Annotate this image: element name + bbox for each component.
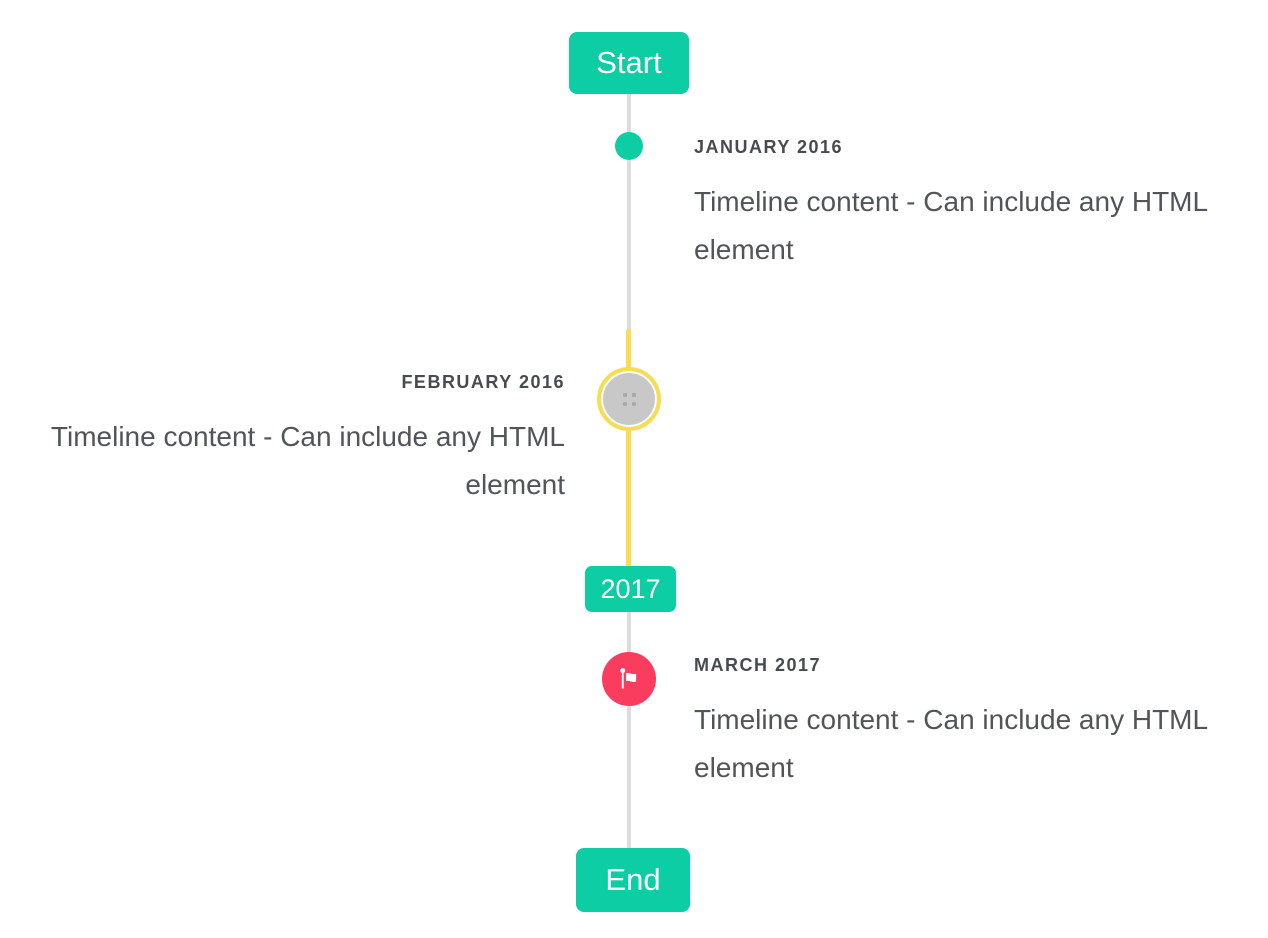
timeline-item-february: FEBRUARY 2016 Timeline content - Can inc… (35, 371, 565, 509)
timeline-item-content: Timeline content - Can include any HTML … (694, 704, 1208, 783)
timeline-marker-february-selected[interactable] (597, 367, 661, 431)
end-badge: End (576, 848, 690, 912)
timeline-item-content: Timeline content - Can include any HTML … (694, 186, 1208, 265)
timeline-item-content: Timeline content - Can include any HTML … (50, 421, 565, 500)
timeline-marker-march[interactable] (602, 652, 656, 706)
timeline-marker-january[interactable] (615, 132, 643, 160)
flag-icon (616, 666, 643, 693)
period-badge-2017: 2017 (585, 566, 676, 612)
timeline-item-january: JANUARY 2016 Timeline content - Can incl… (694, 136, 1224, 274)
timeline-line-segment-highlighted (626, 330, 631, 566)
start-badge: Start (569, 32, 689, 94)
end-badge-label: End (605, 862, 661, 897)
timeline-item-title: FEBRUARY 2016 (401, 372, 565, 392)
grip-dots-icon (622, 392, 636, 406)
start-badge-label: Start (596, 45, 662, 80)
timeline-item-march: MARCH 2017 Timeline content - Can includ… (694, 654, 1224, 792)
timeline-line-segment-bottom (627, 612, 631, 848)
timeline-line-segment-top (627, 94, 631, 330)
timeline-item-title: MARCH 2017 (694, 655, 822, 675)
period-badge-label: 2017 (600, 573, 661, 604)
timeline-item-title: JANUARY 2016 (694, 137, 844, 157)
